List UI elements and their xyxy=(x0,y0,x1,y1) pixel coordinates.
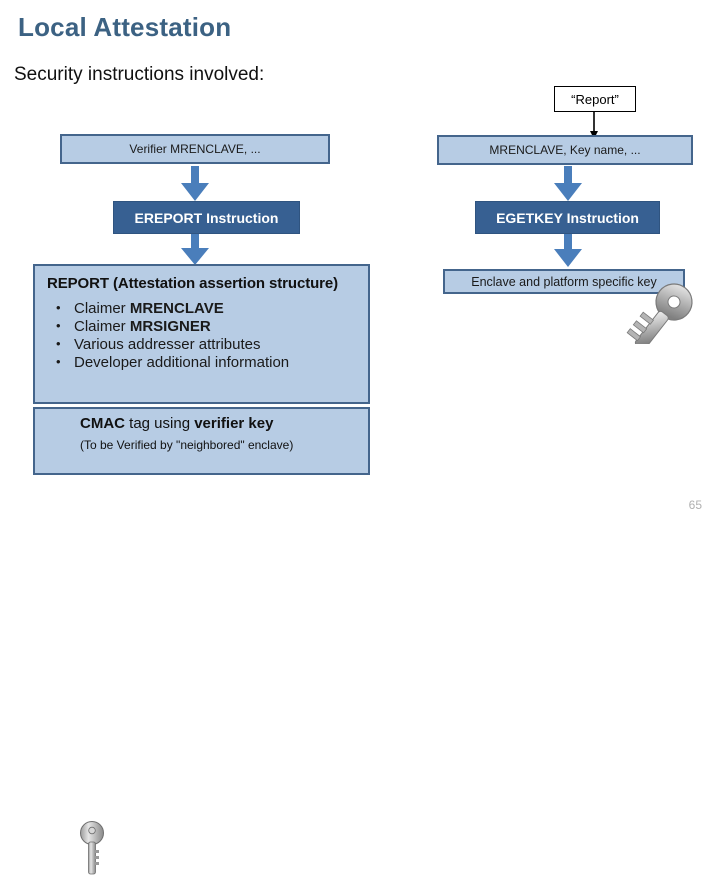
list-item: Claimer MRSIGNER xyxy=(47,317,356,336)
page-title: Local Attestation xyxy=(18,12,232,42)
arrow-verifier-to-ereport xyxy=(180,166,210,202)
report-label-box: “Report” xyxy=(554,86,636,112)
arrow-mrenclave-to-egetkey xyxy=(553,166,583,202)
ereport-instruction-label: EREPORT Instruction xyxy=(134,209,279,226)
page-number: 65 xyxy=(688,498,702,512)
egetkey-instruction-box: EGETKEY Instruction xyxy=(475,201,660,234)
list-item: Developer additional information xyxy=(47,353,356,372)
key-icon xyxy=(79,820,105,878)
cmac-subnote: (To be Verified by "neighbored" enclave) xyxy=(80,438,294,452)
slide-canvas: Local Attestation Security instructions … xyxy=(0,0,720,540)
list-item: Claimer MRENCLAVE xyxy=(47,299,356,318)
enclave-platform-key-box: Enclave and platform specific key xyxy=(443,269,685,294)
cmac-tag-box: CMAC tag using verifier key (To be Verif… xyxy=(33,407,370,875)
mrenclave-input-label: MRENCLAVE, Key name, ... xyxy=(489,143,641,157)
cmac-headline: CMAC tag using verifier key xyxy=(80,415,274,432)
arrow-egetkey-to-enclave-key xyxy=(553,234,583,268)
cmac-text-block: CMAC tag using verifier key (To be Verif… xyxy=(80,415,362,452)
report-structure-title: REPORT (Attestation assertion structure) xyxy=(47,275,339,292)
verifier-input-box: Verifier MRENCLAVE, ... xyxy=(60,134,330,164)
ereport-instruction-box: EREPORT Instruction xyxy=(113,201,300,234)
mrenclave-input-box: MRENCLAVE, Key name, ... xyxy=(437,135,693,165)
report-structure-bullet-list: Claimer MRENCLAVE Claimer MRSIGNER Vario… xyxy=(47,299,356,372)
arrow-ereport-to-report xyxy=(180,234,210,266)
egetkey-instruction-label: EGETKEY Instruction xyxy=(496,209,639,226)
list-item: Various addresser attributes xyxy=(47,335,356,354)
key-icon xyxy=(612,282,702,344)
report-label-text: “Report” xyxy=(571,91,619,107)
enclave-platform-key-label: Enclave and platform specific key xyxy=(471,274,657,289)
verifier-input-label: Verifier MRENCLAVE, ... xyxy=(129,142,261,156)
slide-subtitle: Security instructions involved: xyxy=(14,64,265,85)
report-structure-box: REPORT (Attestation assertion structure)… xyxy=(33,264,370,404)
